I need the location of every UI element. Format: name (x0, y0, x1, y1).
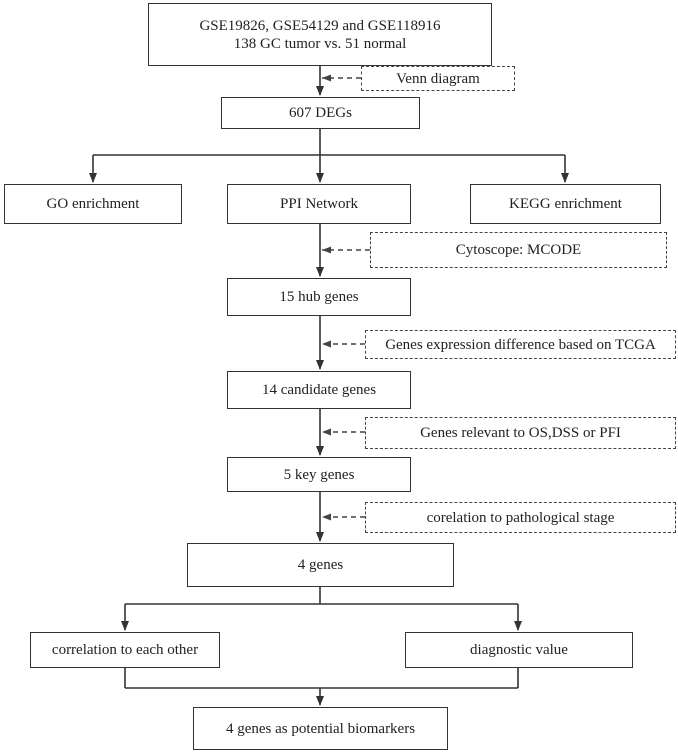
candidate-genes-box: 14 candidate genes (227, 371, 411, 409)
kegg-enrichment-label: KEGG enrichment (509, 196, 622, 212)
venn-diagram-box: Venn diagram (361, 66, 515, 91)
four-genes-box: 4 genes (187, 543, 454, 587)
degs-box: 607 DEGs (221, 97, 420, 129)
go-enrichment-label: GO enrichment (46, 196, 140, 212)
venn-diagram-label: Venn diagram (396, 70, 480, 87)
biomarkers-label: 4 genes as potential biomarkers (225, 720, 416, 737)
datasets-line2: 138 GC tumor vs. 51 normal (233, 35, 407, 52)
pathological-stage-box: corelation to pathological stage (365, 502, 676, 533)
relevant-genes-label: Genes relevant to OS,DSS or PFI (420, 425, 621, 441)
hub-genes-label: 15 hub genes (279, 289, 359, 305)
four-genes-label: 4 genes (297, 557, 344, 573)
go-enrichment-box: GO enrichment (4, 184, 182, 224)
ppi-network-label: PPI Network (280, 196, 358, 212)
biomarkers-box: 4 genes as potential biomarkers (193, 707, 448, 750)
key-genes-box: 5 key genes (227, 457, 411, 492)
correlation-label: correlation to each other (51, 642, 199, 658)
degs-label: 607 DEGs (289, 105, 352, 121)
expression-difference-box: Genes expression difference based on TCG… (365, 330, 676, 359)
cytoscape-label: Cytoscope: MCODE (455, 242, 582, 258)
diagnostic-value-box: diagnostic value (405, 632, 633, 668)
correlation-box: correlation to each other (30, 632, 220, 668)
diagnostic-value-label: diagnostic value (470, 642, 568, 658)
datasets-box: GSE19826, GSE54129 and GSE118916 138 GC … (148, 3, 492, 66)
ppi-network-box: PPI Network (227, 184, 411, 224)
hub-genes-box: 15 hub genes (227, 278, 411, 316)
relevant-genes-box: Genes relevant to OS,DSS or PFI (365, 417, 676, 449)
datasets-line1: GSE19826, GSE54129 and GSE118916 (199, 17, 441, 34)
cytoscape-box: Cytoscope: MCODE (370, 232, 667, 268)
candidate-genes-label: 14 candidate genes (261, 382, 377, 398)
expression-difference-label: Genes expression difference based on TCG… (385, 336, 656, 353)
key-genes-label: 5 key genes (283, 466, 355, 483)
pathological-stage-label: corelation to pathological stage (426, 509, 615, 526)
kegg-enrichment-box: KEGG enrichment (470, 184, 661, 224)
